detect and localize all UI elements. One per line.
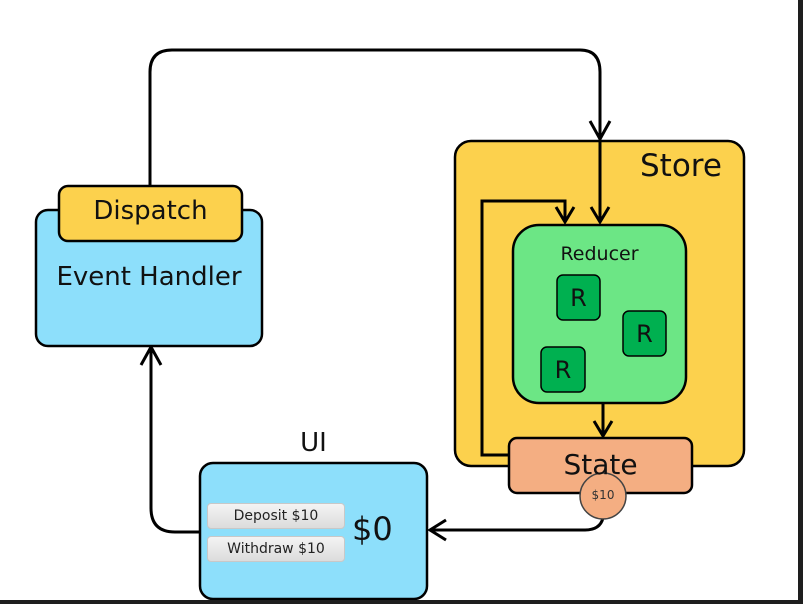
edge-state-to-ui <box>430 517 605 532</box>
reducer-item-1: R <box>570 284 587 312</box>
ui-label: UI <box>300 428 327 458</box>
reducer-label: Reducer <box>560 243 639 265</box>
reducer-item-2: R <box>636 320 653 348</box>
reducer-item-box-1 <box>556 274 601 321</box>
reducer-item-box-2 <box>622 310 667 357</box>
reducer-item-box-3 <box>540 346 586 393</box>
arrowhead-feedback <box>554 206 576 225</box>
state-badge-circle <box>579 472 627 520</box>
ui-box <box>198 461 429 600</box>
withdraw-button[interactable]: Withdraw $10 <box>207 536 345 562</box>
edge-dispatch-to-reducer <box>148 48 602 222</box>
deposit-button[interactable]: Deposit $10 <box>207 503 345 529</box>
state-badge-value: $10 <box>591 488 615 502</box>
reducer-item-3: R <box>554 356 572 384</box>
dispatch-box <box>57 184 244 243</box>
arrowhead-ui-entry <box>427 518 447 542</box>
arrowhead-store-entry <box>588 120 612 143</box>
edge-state-to-reducer <box>480 199 567 457</box>
event-handler-label: Event Handler <box>56 262 242 292</box>
store-label: Store <box>640 148 722 184</box>
bottom-edge-border <box>0 600 803 604</box>
arrowhead-state-entry <box>592 420 614 439</box>
dispatch-label: Dispatch <box>93 196 208 226</box>
ui-balance: $0 <box>352 510 393 548</box>
right-edge-border <box>798 0 803 604</box>
edge-ui-to-event-handler <box>149 348 200 534</box>
arrowhead-reducer-entry <box>589 206 611 225</box>
state-label: State <box>563 448 638 481</box>
